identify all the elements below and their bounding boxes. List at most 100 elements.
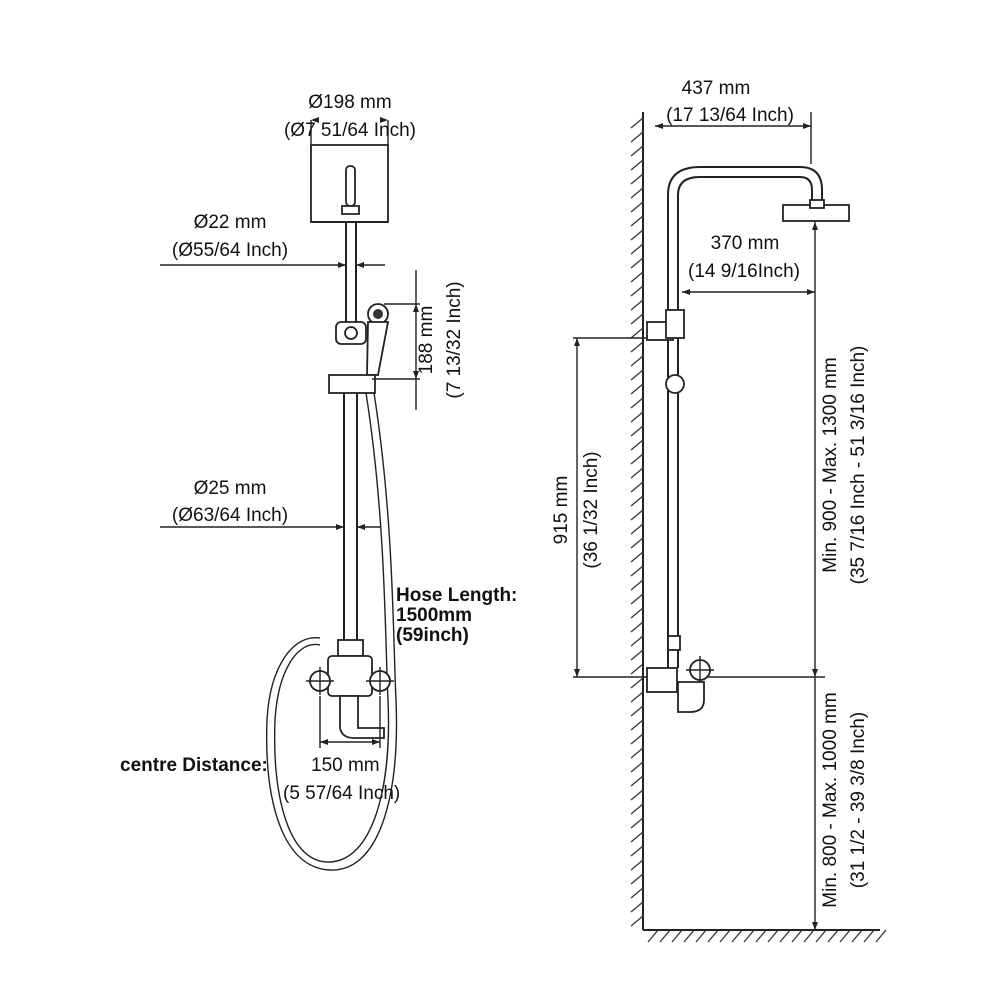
wall-hatch-line: [630, 537, 644, 549]
wall-hatch-line: [630, 607, 644, 619]
hand-shower-length-inch: (7 13/32 Inch): [444, 281, 465, 398]
floor-hatch-line: [875, 929, 887, 943]
wall-hatch-line: [630, 257, 644, 269]
wall-hatch-line: [630, 579, 644, 591]
lower-pipe: [343, 393, 358, 640]
wall-hatch-line: [630, 229, 644, 241]
head-diameter-inch: (Ø7 51/64 Inch): [284, 120, 416, 141]
wall-hatch-line: [630, 453, 644, 465]
side-view: 437 mm (17 13/64 Inch) 370 mm (14 9/16In…: [551, 78, 887, 943]
wall-hatch-line: [630, 789, 644, 801]
wall-hatch-line: [630, 341, 644, 353]
wall-hatch-line: [630, 593, 644, 605]
upper-pipe-diameter-mm: Ø22 mm: [194, 212, 267, 233]
wall-hatch-line: [630, 355, 644, 367]
wall-hatch-line: [630, 243, 644, 255]
wall-hatch-line: [630, 173, 644, 185]
floor-hatch-line: [647, 929, 659, 943]
mixer-valve: [306, 639, 394, 739]
wall-hatch-line: [630, 845, 644, 857]
wall-hatch-line: [630, 131, 644, 143]
projection-inch: (17 13/64 Inch): [666, 105, 794, 126]
wall-hatch-line: [630, 663, 644, 675]
head-diameter-mm: Ø198 mm: [308, 92, 391, 113]
wall: [630, 112, 887, 943]
upper-pipe: [345, 222, 357, 322]
wall-hatch-line: [630, 733, 644, 745]
wall-hatch-line: [630, 775, 644, 787]
wall-hatch-line: [630, 215, 644, 227]
floor-hatch-line: [683, 929, 695, 943]
wall-hatch-line: [630, 747, 644, 759]
wall-hatch-line: [630, 859, 644, 871]
bracket-spacing-inch: (36 1/32 Inch): [581, 451, 602, 568]
hose-length-inch: (59inch): [396, 625, 469, 646]
head-height-range-mm: Min. 900 - Max. 1300 mm: [820, 357, 841, 572]
wall-hatching: [630, 117, 644, 927]
floor-hatch-line: [803, 929, 815, 943]
overhead-shower-head: [310, 144, 389, 223]
wall-hatch-line: [630, 299, 644, 311]
mixer-height-range-inch: (31 1/2 - 39 3/8 Inch): [848, 712, 869, 888]
centre-distance-inch: (5 57/64 Inch): [283, 783, 400, 804]
wall-hatch-line: [630, 439, 644, 451]
wall-hatch-line: [630, 803, 644, 815]
wall-hatch-line: [630, 481, 644, 493]
wall-hatch-line: [630, 705, 644, 717]
floor-hatch-line: [827, 929, 839, 943]
floor-hatch-line: [851, 929, 863, 943]
arm-height-inch: (14 9/16Inch): [688, 261, 800, 282]
floor-hatch-line: [659, 929, 671, 943]
wall-hatch-line: [630, 397, 644, 409]
lower-pipe-diameter-mm: Ø25 mm: [194, 478, 267, 499]
hand-shower-length-mm: 188 mm: [416, 306, 437, 375]
wall-hatch-line: [630, 495, 644, 507]
hose-length-title: Hose Length:: [396, 585, 517, 606]
front-view: Ø198 mm (Ø7 51/64 Inch) Ø22 mm (Ø55/64 I…: [120, 92, 517, 871]
bracket-spacing-mm: 915 mm: [551, 476, 572, 545]
floor-hatch-line: [815, 929, 827, 943]
arm-height-mm: 370 mm: [711, 233, 780, 254]
wall-hatch-line: [630, 677, 644, 689]
wall-hatch-line: [630, 621, 644, 633]
front-dimension-lines: [160, 120, 420, 748]
wall-hatch-line: [630, 873, 644, 885]
upper-pipe-diameter-inch: (Ø55/64 Inch): [172, 240, 288, 261]
wall-hatch-line: [630, 117, 644, 129]
floor-hatch-line: [695, 929, 707, 943]
wall-hatch-line: [630, 159, 644, 171]
wall-hatch-line: [630, 523, 644, 535]
floor-hatch-line: [707, 929, 719, 943]
floor-hatching: [647, 929, 887, 943]
floor-hatch-line: [779, 929, 791, 943]
floor-hatch-line: [731, 929, 743, 943]
wall-hatch-line: [630, 145, 644, 157]
hand-shower: [328, 303, 390, 394]
projection-mm: 437 mm: [682, 78, 751, 99]
centre-distance-mm: 150 mm: [311, 755, 380, 776]
floor-hatch-line: [671, 929, 683, 943]
wall-hatch-line: [630, 915, 644, 927]
wall-hatch-line: [630, 187, 644, 199]
wall-hatch-line: [630, 887, 644, 899]
wall-hatch-line: [630, 201, 644, 213]
wall-hatch-line: [630, 691, 644, 703]
shower-hose: [265, 392, 398, 871]
wall-hatch-line: [630, 467, 644, 479]
wall-hatch-line: [630, 425, 644, 437]
side-dimension-lines: [573, 112, 825, 930]
centre-distance-label: centre Distance:: [120, 755, 268, 776]
wall-hatch-line: [630, 327, 644, 339]
wall-hatch-line: [630, 719, 644, 731]
wall-hatch-line: [630, 551, 644, 563]
floor-hatch-line: [719, 929, 731, 943]
wall-hatch-line: [630, 271, 644, 283]
head-height-range-inch: (35 7/16 Inch - 51 3/16 Inch): [848, 346, 869, 585]
wall-hatch-line: [630, 285, 644, 297]
wall-hatch-line: [630, 649, 644, 661]
side-fittings: [646, 309, 714, 713]
floor-hatch-line: [839, 929, 851, 943]
wall-hatch-line: [630, 369, 644, 381]
floor-hatch-line: [743, 929, 755, 943]
